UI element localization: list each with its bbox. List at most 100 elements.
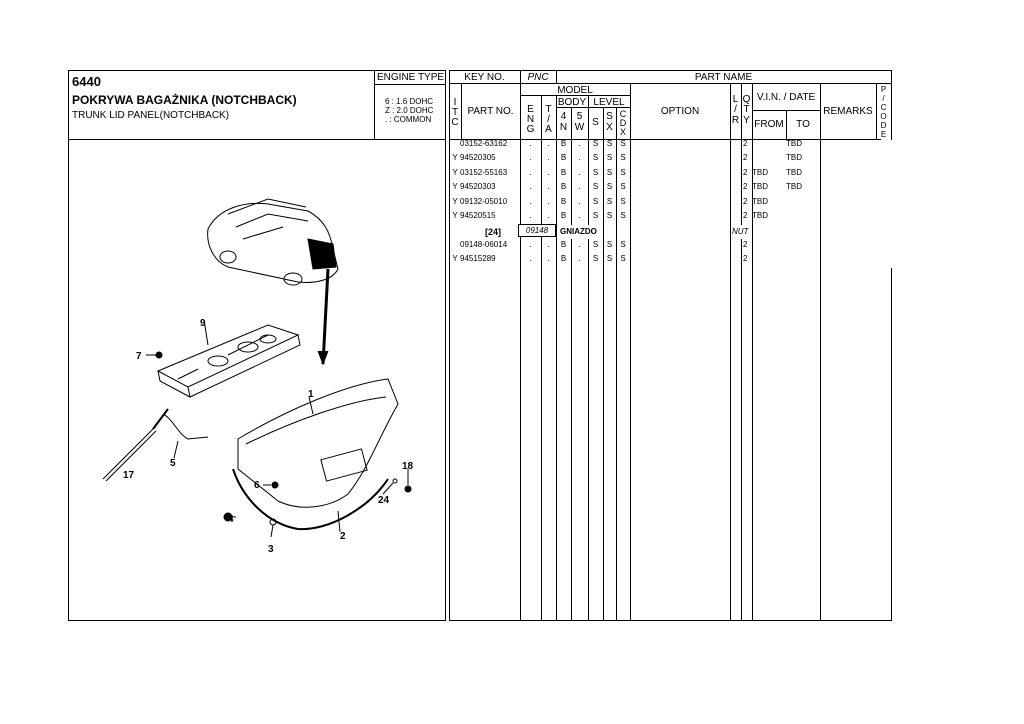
cell-part-no: 94520515	[460, 211, 496, 220]
cell-s: S	[592, 182, 599, 192]
cell-ta: .	[547, 211, 550, 220]
cell-itc: Y	[452, 254, 458, 264]
cell-sx: S	[606, 254, 613, 264]
cell-itc: Y	[452, 211, 458, 220]
cell-b4n: B	[560, 240, 567, 249]
car-overview-drawing	[207, 198, 339, 366]
cell-cdx: S	[620, 240, 626, 249]
cell-s: S	[592, 196, 599, 206]
callout-18: 18	[402, 461, 414, 472]
cell-itc: Y	[452, 196, 458, 206]
cell-b5w: .	[578, 211, 581, 220]
col-part-name: PART NAME	[694, 72, 753, 83]
cell-from: TBD	[752, 211, 768, 220]
cell-s: S	[592, 240, 599, 249]
cell-eng: .	[529, 211, 532, 220]
group-pnc-text: 09148	[525, 226, 549, 235]
engine-line-1: 6 : 1.6 DOHC	[385, 97, 434, 106]
cell-from: TBD	[752, 196, 768, 206]
cell-sx: S	[606, 167, 613, 177]
cell-cdx: S	[620, 196, 626, 206]
cell-b5w: .	[578, 153, 581, 163]
col-lr-r: R	[731, 115, 740, 126]
cell-to	[786, 252, 806, 266]
col-cdx-x: X	[619, 127, 626, 137]
cell-s: S	[592, 254, 599, 264]
cell-cdx: S	[620, 153, 626, 163]
cell-itc: Y	[452, 182, 458, 192]
cell-eng: .	[529, 153, 532, 163]
cell-from	[752, 151, 770, 165]
col-itc-t: T	[451, 107, 459, 118]
col-cdx-c: C	[619, 109, 627, 119]
parts-table	[449, 70, 892, 621]
cell-part-no: 94520303	[460, 182, 496, 192]
cell-s: S	[592, 153, 599, 163]
cell-itc: Y	[452, 153, 458, 163]
cell-to: TBD	[786, 153, 802, 163]
cell-from: TBD	[752, 182, 768, 192]
cell-sx: S	[606, 240, 613, 249]
col-5w-5: 5	[576, 111, 583, 122]
col-remarks: REMARKS	[823, 106, 873, 117]
col-4n-4: 4	[560, 111, 567, 122]
col-pcode-o: O	[880, 112, 887, 121]
col-key-no: KEY NO.	[464, 72, 505, 83]
group-name-en: NUT	[732, 225, 749, 239]
cell-ta: .	[547, 139, 550, 148]
cell-eng: .	[529, 182, 532, 192]
cell-b5w: .	[578, 240, 581, 249]
col-qty-y: Y	[743, 115, 750, 126]
col-ta-a: A	[545, 124, 552, 135]
cell-part-no: 09132-05010	[460, 196, 508, 206]
cell-itc: Y	[452, 167, 458, 177]
cell-sx: S	[606, 196, 613, 206]
cell-part-no: 03152-63162	[460, 139, 508, 148]
section-title-en: TRUNK LID PANEL(NOTCHBACK)	[72, 110, 230, 121]
cell-qty: 2	[743, 196, 748, 206]
cell-cdx: S	[620, 139, 626, 148]
cell-ta: .	[547, 153, 550, 163]
cell-from	[752, 137, 770, 151]
cell-ta: .	[547, 196, 550, 206]
cell-cdx: S	[620, 167, 626, 177]
gas-strut	[102, 408, 169, 482]
col-from: FROM	[754, 119, 784, 130]
col-sx-x: X	[606, 122, 613, 133]
col-pcode-slash: /	[882, 94, 885, 103]
cell-b4n: B	[560, 182, 567, 192]
col-pcode-c: C	[880, 103, 887, 112]
cell-from	[752, 238, 770, 252]
cell-eng: .	[529, 254, 532, 264]
col-qty-t: T	[743, 104, 750, 115]
cell-b5w: .	[578, 139, 581, 148]
col-model: MODEL	[557, 85, 593, 96]
engine-line-2: Z : 2.0 DOHC	[385, 106, 434, 115]
cell-to	[786, 238, 806, 252]
cell-sx: S	[606, 211, 613, 220]
trunk-lid-exploded-diagram: 9 7 1 5 17 6 18 24 4 2 3	[102, 198, 414, 555]
col-part-no: PART NO.	[467, 106, 514, 117]
col-itc-i: I	[453, 97, 457, 108]
callout-4: 4	[228, 514, 234, 525]
trunk-lid-panel	[237, 378, 399, 508]
col-sx-s: S	[606, 111, 613, 122]
col-pcode-e: E	[880, 130, 887, 139]
cell-b4n: B	[560, 167, 567, 177]
cell-b5w: .	[578, 182, 581, 192]
rear-shelf-panel	[156, 324, 301, 398]
col-itc-c: C	[451, 117, 459, 128]
callout-7: 7	[136, 351, 142, 362]
col-4n-n: N	[559, 122, 568, 133]
callout-9: 9	[200, 318, 206, 329]
group-pnc	[518, 224, 556, 237]
cell-eng: .	[529, 240, 532, 249]
col-ta-t: T	[545, 104, 552, 115]
cell-eng: .	[529, 196, 532, 206]
col-ta-slash: /	[547, 114, 550, 125]
callout-1: 1	[308, 389, 314, 400]
cell-qty: 2	[743, 211, 748, 220]
col-level: LEVEL	[593, 97, 625, 108]
cell-qty: 2	[743, 167, 748, 177]
section-code: 6440	[72, 74, 101, 89]
